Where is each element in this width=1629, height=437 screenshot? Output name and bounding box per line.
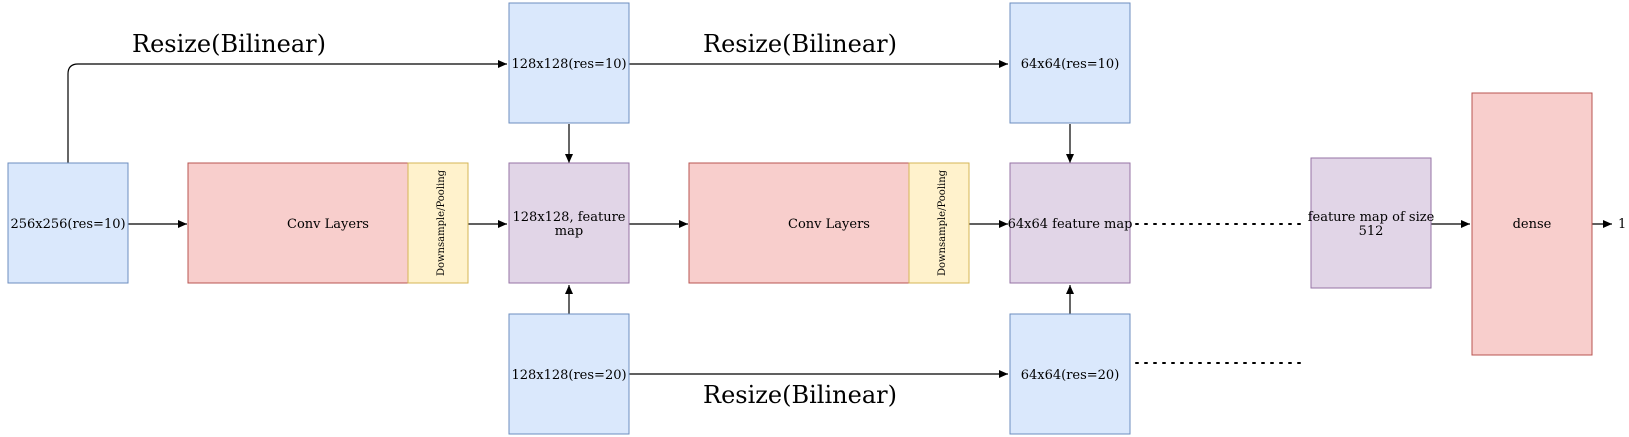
node-res128-10-label: 128x128(res=10) <box>511 57 626 72</box>
node-res64-10-label: 64x64(res=10) <box>1021 57 1120 72</box>
node-feat64-label: 64x64 feature map <box>1008 217 1133 232</box>
node-dense: dense <box>1471 92 1593 356</box>
node-res128-10: 128x128(res=10) <box>508 2 630 124</box>
node-feat128-label-line2: map <box>555 224 583 239</box>
edges <box>67 60 1612 378</box>
output-label: 1 <box>1618 217 1626 232</box>
node-feat64: 64x64 feature map <box>1008 162 1133 284</box>
node-feat512: feature map of size 512 <box>1308 157 1435 289</box>
node-feat512-label-line1: feature map of size <box>1308 210 1435 225</box>
node-pool1-label: Downsample/Pooling <box>436 169 447 276</box>
node-res64-10: 64x64(res=10) <box>1009 2 1131 124</box>
node-dense-label: dense <box>1513 217 1552 232</box>
node-pool2-label: Downsample/Pooling <box>937 169 948 276</box>
node-pool1: Downsample/Pooling <box>407 162 469 284</box>
node-res128-20-label: 128x128(res=20) <box>511 368 626 383</box>
edge-input-to-res128-10 <box>67 60 507 163</box>
node-conv1-label: Conv Layers <box>287 217 369 232</box>
node-input-label: 256x256(res=10) <box>10 217 125 232</box>
edge-label-resize-bottom: Resize(Bilinear) <box>703 381 897 409</box>
edge-label-resize-top-left: Resize(Bilinear) <box>132 30 326 58</box>
node-res128-20: 128x128(res=20) <box>508 313 630 435</box>
node-conv2: Conv Layers <box>688 162 910 284</box>
node-res64-20: 64x64(res=20) <box>1009 313 1131 435</box>
node-feat128: 128x128, feature map <box>508 162 630 284</box>
node-res64-20-label: 64x64(res=20) <box>1021 368 1120 383</box>
node-pool2: Downsample/Pooling <box>908 162 970 284</box>
node-conv1: Conv Layers <box>187 162 409 284</box>
node-feat512-label-line2: 512 <box>1359 224 1384 239</box>
node-conv2-label: Conv Layers <box>788 217 870 232</box>
node-input: 256x256(res=10) <box>7 162 129 284</box>
edge-label-resize-top-right: Resize(Bilinear) <box>703 30 897 58</box>
node-feat128-label-line1: 128x128, feature <box>513 210 626 225</box>
